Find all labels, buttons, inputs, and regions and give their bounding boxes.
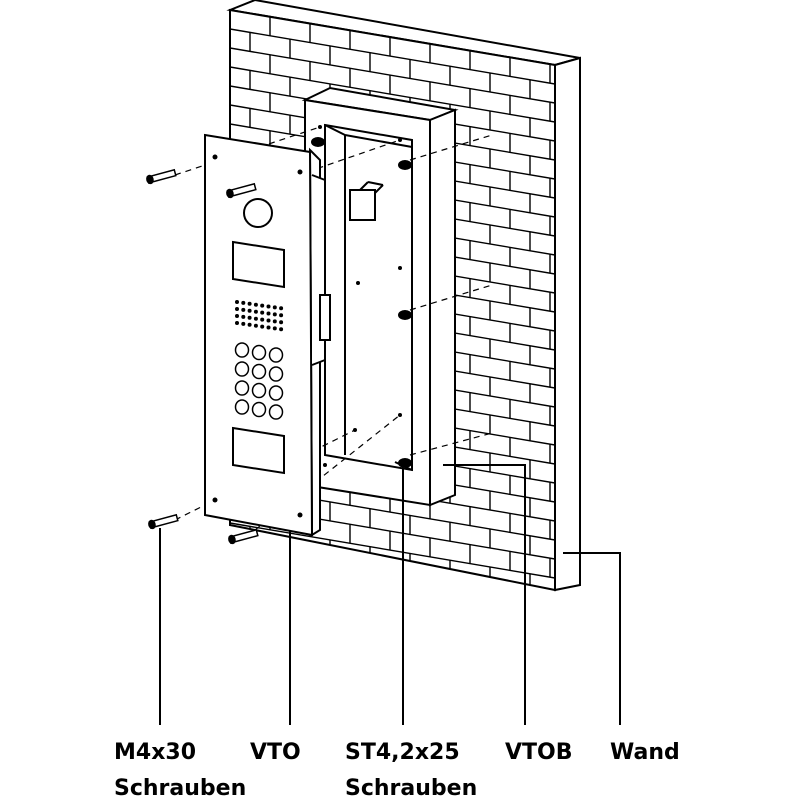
label-vto: VTO: [250, 740, 301, 765]
grille-hole: [235, 321, 239, 325]
label-st-screws-sub: Schrauben: [345, 776, 478, 801]
keypad-button: [268, 385, 284, 401]
leader-wall: [563, 552, 621, 725]
grille-hole: [279, 327, 284, 332]
grille-hole: [235, 307, 239, 311]
grille-hole: [266, 304, 271, 309]
keypad-button: [234, 342, 250, 358]
grille-hole: [272, 326, 277, 331]
vto-panel: [204, 133, 331, 537]
label-vtob: VTOB: [505, 740, 573, 765]
keypad: [234, 342, 284, 420]
grille-hole: [253, 323, 258, 328]
grille-hole: [247, 322, 252, 327]
grille-hole: [241, 300, 246, 305]
grille-hole: [253, 302, 258, 307]
grille-hole: [272, 319, 277, 324]
label-wall: Wand: [610, 740, 680, 765]
keypad-button: [251, 363, 267, 380]
vto-front-face: [204, 133, 314, 537]
leader-lines: [159, 464, 621, 725]
brick-mortar-line: [230, 47, 555, 104]
grille-hole: [272, 305, 277, 310]
grille-hole: [266, 325, 271, 330]
wall-side-face: [554, 56, 581, 592]
keypad-button: [268, 366, 284, 382]
grille-hole: [235, 314, 239, 318]
grille-hole: [235, 300, 239, 304]
brick-mortar-line: [230, 28, 555, 85]
grille-hole: [260, 303, 265, 308]
grille-hole: [241, 321, 246, 326]
keypad-button: [234, 380, 250, 396]
grille-hole: [241, 314, 246, 319]
grille-hole: [279, 306, 284, 311]
grille-hole: [266, 318, 271, 323]
brick-mortar-line: [230, 522, 555, 579]
grille-hole: [247, 308, 252, 313]
grille-hole: [247, 301, 252, 306]
grille-hole: [266, 311, 271, 316]
vto-side-clip: [319, 294, 331, 341]
backbox-bracket: [349, 189, 376, 221]
m4-screws: [146, 168, 259, 545]
label-st-screws: ST4,2x25: [345, 740, 460, 765]
keypad-button: [234, 399, 250, 415]
back-box-vtob: [301, 86, 459, 507]
brick-mortar-line: [230, 579, 555, 590]
grille-hole: [279, 320, 284, 325]
label-m4-screws: M4x30: [114, 740, 197, 765]
keypad-button: [234, 361, 250, 377]
st-screws: [311, 137, 412, 468]
backbox-holes: [318, 125, 402, 467]
grille-hole: [260, 317, 265, 322]
grille-hole: [279, 313, 284, 318]
brick-mortar-line: [230, 599, 555, 654]
keypad-button: [251, 382, 267, 399]
keypad-button: [251, 401, 267, 418]
vto-holes: [212, 154, 303, 518]
name-plate-top: [232, 240, 285, 289]
grille-hole: [247, 315, 252, 320]
grille-hole: [272, 312, 277, 317]
keypad-button: [268, 404, 284, 420]
name-plate-bottom: [232, 426, 285, 475]
label-m4-screws-sub: Schrauben: [114, 776, 247, 801]
speaker-grille: [235, 300, 284, 332]
brick-mortar-line: [230, 66, 555, 123]
keypad-button: [268, 347, 284, 363]
keypad-button: [251, 344, 267, 361]
grille-hole: [260, 310, 265, 315]
grille-hole: [253, 316, 258, 321]
camera-lens: [243, 198, 273, 228]
backbox-inner-opening: [324, 123, 413, 472]
grille-hole: [253, 309, 258, 314]
leader-vtob: [443, 464, 526, 725]
grille-hole: [241, 307, 246, 312]
grille-hole: [260, 324, 265, 329]
